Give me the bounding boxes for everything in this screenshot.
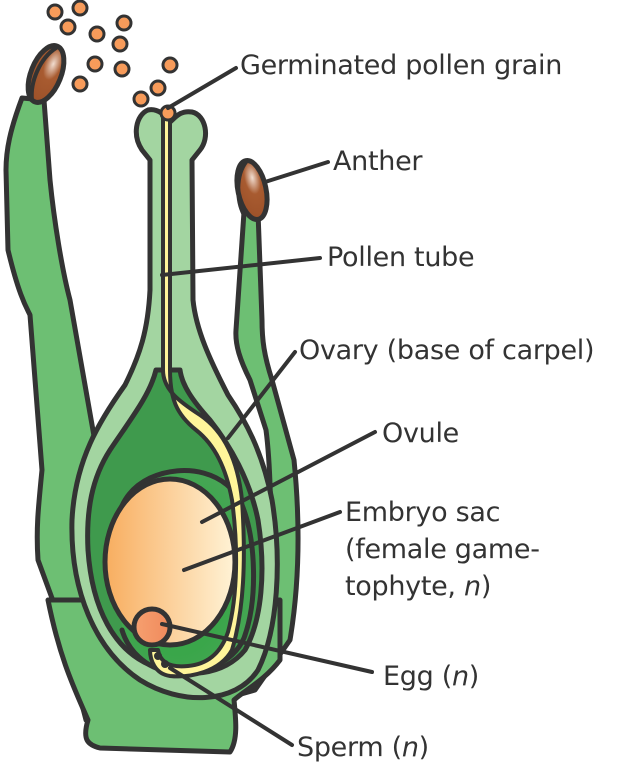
label-embryo-sac-text: tophyte,: [345, 571, 464, 602]
leader-ovary: [226, 350, 297, 440]
label-embryo-sac: Embryo sac (female game- tophyte, n): [345, 494, 540, 605]
label-sperm-n: n: [401, 732, 419, 763]
pollen-grain: [132, 90, 150, 108]
pollen-grain: [71, 0, 89, 17]
label-sperm-text: Sperm (: [297, 732, 402, 763]
pollen-grains: [46, 0, 179, 122]
sperm-cell: [154, 652, 162, 660]
pollen-grain: [149, 79, 167, 97]
label-sperm-close: ): [418, 732, 430, 763]
leader-sperm: [168, 666, 294, 747]
label-ovule: Ovule: [382, 418, 459, 449]
label-embryo-sac-line3: tophyte, n): [345, 568, 540, 605]
pollen-grain: [113, 60, 131, 78]
label-embryo-sac-line1: Embryo sac: [345, 497, 501, 528]
pollen-grain: [115, 14, 133, 32]
leader-pollen-tube: [160, 256, 322, 277]
leader-egg: [160, 622, 374, 674]
label-germinated-pollen-grain: Germinated pollen grain: [240, 50, 563, 81]
leader-anther: [263, 160, 330, 184]
left-anther: [25, 43, 67, 105]
label-ovary: Ovary (base of carpel): [299, 335, 595, 366]
label-egg: Egg (n): [383, 660, 479, 694]
pollen-grain: [46, 3, 64, 21]
leader-ovule: [200, 430, 377, 524]
label-anther: Anther: [333, 146, 423, 177]
pollen-grain: [86, 55, 104, 73]
pollen-grain: [59, 18, 77, 36]
pollen-grain: [71, 75, 89, 93]
leader-germinated-pollen: [166, 66, 238, 110]
leader-embryo-sac: [182, 510, 342, 572]
sperm-cell: [161, 660, 169, 668]
egg-cell: [131, 606, 173, 648]
pollen-grain: [111, 35, 129, 53]
pollen-grain: [161, 56, 179, 74]
label-egg-close: ): [468, 661, 480, 692]
pollen-tube: [148, 116, 246, 679]
right-anther: [234, 158, 270, 222]
label-embryo-sac-close: ): [480, 571, 492, 602]
label-embryo-sac-n: n: [464, 571, 481, 602]
pollen-grain: [88, 25, 106, 43]
label-egg-text: Egg (: [383, 661, 452, 692]
label-egg-n: n: [451, 661, 469, 692]
label-pollen-tube: Pollen tube: [327, 242, 475, 273]
label-embryo-sac-line2: (female game-: [345, 534, 540, 565]
label-sperm: Sperm (n): [297, 731, 429, 765]
